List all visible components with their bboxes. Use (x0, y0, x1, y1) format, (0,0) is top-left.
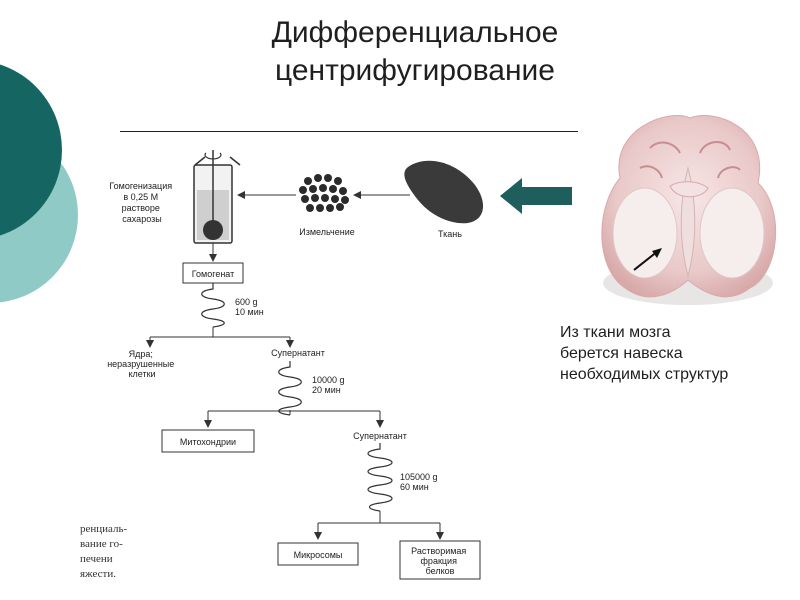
caption-line-1: Из ткани мозга (560, 324, 671, 341)
scanned-text-fragment: ренциаль- вание го- печени яжести. (80, 522, 170, 582)
brain-image (601, 115, 777, 305)
homogenization-label: Гомогенизация в 0,25 М растворе сахарозы (109, 181, 174, 224)
tissue-piece (404, 160, 484, 224)
minced-tissue (299, 174, 349, 212)
microsomes-label: Микросомы (294, 550, 343, 560)
spin-1-label: 600 g 10 мин (235, 297, 264, 317)
scan-line: яжести. (80, 568, 116, 580)
homogenizer-tube (193, 150, 241, 244)
centrifugation-scheme: Гомогенизация в 0,25 М растворе сахарозы… (107, 150, 484, 580)
microsomes-box (277, 542, 359, 566)
spin-2-label: 10000 g 20 мин (312, 375, 347, 395)
page-title: Дифференциальное центрифугирование (200, 14, 630, 90)
spring-1-icon (201, 283, 225, 328)
supernatant-1-label: Супернатант (271, 348, 325, 358)
nuclei-label: Ядра; неразрушенные клетки (107, 349, 177, 379)
scan-line: ренциаль- (80, 523, 128, 535)
title-line-2: центрифугирование (275, 54, 555, 87)
scan-line: вание го- (80, 538, 123, 550)
title-line-1: Дифференциальное (271, 16, 559, 49)
brain-caption: Из ткани мозга берется навеска необходим… (560, 322, 790, 385)
big-arrow-left-icon (500, 178, 572, 214)
tissue-label: Ткань (438, 229, 462, 239)
supernatant-2-label: Супернатант (353, 431, 407, 441)
mincing-label: Измельчение (299, 227, 355, 237)
soluble-fraction-box (399, 540, 481, 580)
spring-3-icon (367, 443, 393, 512)
soluble-fraction-label: Растворимая фракция белков (411, 546, 469, 576)
mitochondria-label: Митохондрии (180, 437, 236, 447)
caption-line-2: берется навеска (560, 345, 683, 362)
spin-3-label: 105000 g 60 мин (400, 472, 440, 492)
scan-line: печени (80, 553, 113, 565)
decor-circle-dark (0, 64, 62, 236)
caption-line-3: необходимых структур (560, 366, 729, 383)
mitochondria-box (161, 429, 255, 453)
homogenate-label: Гомогенат (192, 269, 234, 279)
decor-circles (0, 64, 78, 303)
title-divider (120, 131, 578, 132)
pointer-arrow-icon (652, 248, 662, 258)
spring-2-icon (278, 361, 302, 416)
